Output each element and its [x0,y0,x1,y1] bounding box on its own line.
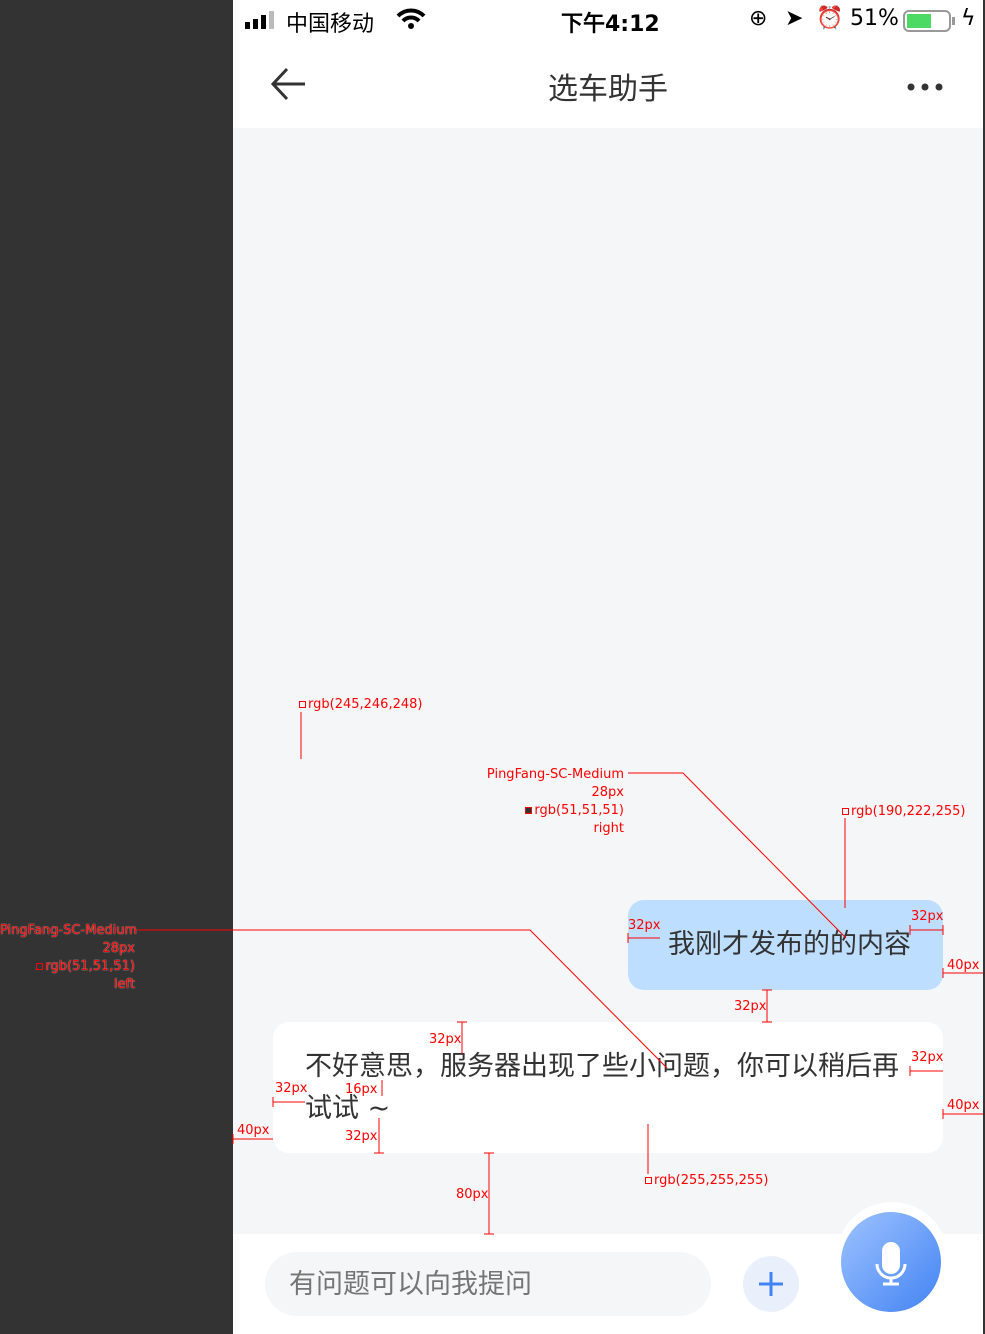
nav-bar: 选车助手 [233,42,983,128]
spacing-label: 40px [237,1123,270,1138]
page-title: 选车助手 [548,72,668,107]
signal-icon [245,10,279,36]
alarm-icon: ⏰ [816,6,844,31]
orientation-lock-icon: ⊕ [749,6,768,31]
spacing-label: 32px [345,1129,378,1144]
user-message-text: 我刚才发布的的内容 [668,929,911,960]
bot-bubble-color-annotation: rgb(255,255,255) [645,1172,768,1190]
carrier: 中国移动 [286,12,375,37]
microphone-icon [875,1242,907,1286]
spacing-label: 80px [456,1187,489,1202]
plus-icon [759,1272,783,1296]
battery-icon [903,10,959,38]
wifi-icon [396,8,426,36]
more-button[interactable] [905,78,945,97]
clock: 下午4:12 [561,12,660,37]
spacing-label: 32px [911,1050,944,1065]
back-button[interactable] [269,64,309,108]
battery-percent: 51% [850,6,899,31]
spacing-label: 40px [947,958,980,973]
more-icon[interactable] [905,81,945,93]
add-button[interactable] [743,1256,799,1312]
charging-icon: ϟ [961,6,976,31]
user-font-annotation: PingFang-SC-Medium 28px rgb(51,51,51) ri… [486,767,624,836]
spacing-label: 32px [429,1032,462,1047]
spacing-label: 32px [275,1081,308,1096]
location-icon: ➤ [785,6,804,31]
spacing-label: 16px [345,1082,378,1097]
spacing-label: 32px [911,909,944,924]
user-message-bubble: 我刚才发布的的内容 [628,900,943,990]
bot-message-text: 不好意思，服务器出现了些小问题，你可以稍后再试试 ~ [305,1051,899,1124]
status-bar: 中国移动 下午4:12 ⊕ ➤ ⏰ 51% ϟ [233,0,983,42]
question-input[interactable] [265,1252,711,1316]
spacing-label: 40px [947,1098,980,1113]
voice-button[interactable] [841,1212,941,1312]
user-bubble-color-annotation: rgb(190,222,255) [842,803,965,821]
spacing-label: 32px [734,999,767,1014]
back-arrow-icon[interactable] [269,64,309,104]
bot-font-annotation: PingFang-SC-Medium 28px rgb(51,51,51) le… [0,923,138,992]
spacing-label: 32px [628,918,661,933]
bg-color-annotation: rgb(245,246,248) [299,696,422,714]
